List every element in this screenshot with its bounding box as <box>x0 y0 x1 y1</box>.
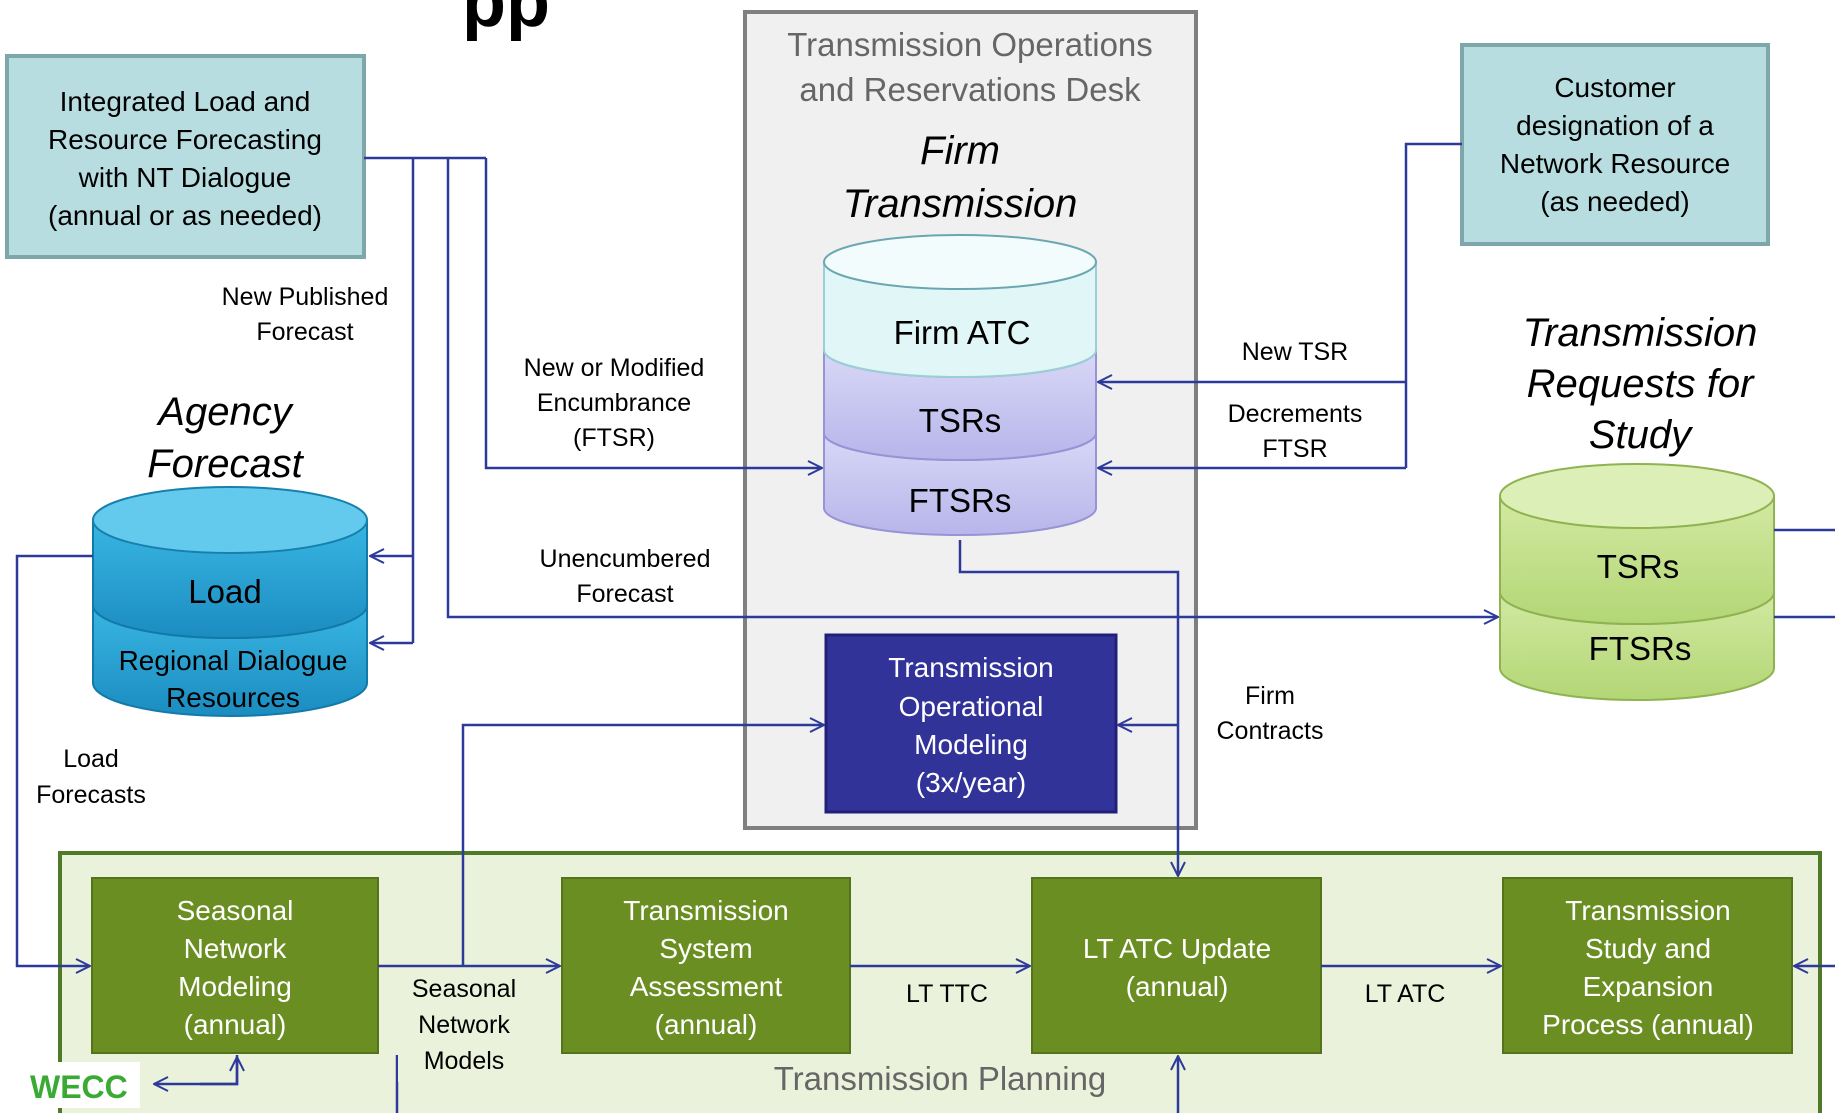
label-encumbrance-2: Encumbrance <box>537 389 691 417</box>
seasonal-modeling-line1: Seasonal <box>177 895 294 926</box>
assessment-line2: System <box>659 933 752 964</box>
wire-customer-trunk <box>1404 142 1462 468</box>
study-requests-title-line1: Transmission <box>1523 311 1758 355</box>
label-load-forecasts-2: Forecasts <box>36 781 146 809</box>
customer-box-line3: Network Resource <box>1500 148 1730 179</box>
label-new-published-forecast-2: Forecast <box>256 318 353 346</box>
label-encumbrance-3: (FTSR) <box>573 424 655 452</box>
study-layer-ftsrs: FTSRs <box>1589 630 1692 667</box>
ops-desk-title-line1: Transmission Operations <box>787 26 1153 63</box>
label-firm-contracts-2: Contracts <box>1217 717 1324 745</box>
seasonal-modeling-line4: (annual) <box>184 1009 287 1040</box>
label-unencumbered-2: Forecast <box>576 580 673 608</box>
arrow-wecc-to-seasonal <box>200 1057 237 1086</box>
db-layer-firm-atc: Firm ATC <box>894 314 1031 351</box>
study-expansion-line1: Transmission <box>1565 895 1730 926</box>
firm-transmission-title-line2: Transmission <box>843 182 1078 226</box>
arrow-encumbrance-to-ftsrs <box>484 158 822 468</box>
study-requests-title-line3: Study <box>1589 413 1694 457</box>
operational-modeling-line1: Transmission <box>888 652 1053 683</box>
forecasting-box-line1: Integrated Load and <box>60 86 311 117</box>
operational-modeling-line3: Modeling <box>914 729 1028 760</box>
label-seasonal-models-1: Seasonal <box>412 975 516 1003</box>
db-layer-tsrs: TSRs <box>919 402 1002 439</box>
planning-box-study-expansion[interactable]: Transmission Study and Expansion Process… <box>1502 877 1793 1054</box>
agency-layer-load: Load <box>188 573 261 610</box>
operational-modeling-box[interactable]: Transmission Operational Modeling (3x/ye… <box>824 633 1118 814</box>
header-fragment: pp <box>462 0 550 42</box>
forecasting-box-line2: Resource Forecasting <box>48 124 322 155</box>
db-layer-ftsrs: FTSRs <box>909 482 1012 519</box>
ops-desk-title-line2: and Reservations Desk <box>799 71 1141 108</box>
agency-forecast-database: Agency Forecast Load Regional Dialogue R… <box>92 390 368 717</box>
arrow-unencumbered-forecast <box>446 158 1498 617</box>
wecc-logo: WECC <box>20 1062 140 1108</box>
agency-layer-resources: Resources <box>166 682 300 713</box>
study-expansion-line2: Study and <box>1585 933 1711 964</box>
seasonal-modeling-line3: Modeling <box>178 971 292 1002</box>
agency-layer-regional-dialogue: Regional Dialogue <box>119 645 348 676</box>
lt-atc-update-line2: (annual) <box>1126 971 1229 1002</box>
edge-labels: New Published Forecast New or Modified E… <box>36 283 1445 1082</box>
label-seasonal-models-2: Network <box>418 1011 510 1039</box>
planning-box-lt-atc-update[interactable]: LT ATC Update (annual) <box>1031 877 1322 1054</box>
planning-box-system-assessment[interactable]: Transmission System Assessment (annual) <box>561 877 851 1054</box>
label-lt-ttc: LT TTC <box>906 980 988 1008</box>
assessment-line3: Assessment <box>630 971 783 1002</box>
arrow-seasonal-models-to-op-modeling <box>461 725 824 966</box>
assessment-line1: Transmission <box>623 895 788 926</box>
forecasting-box-line3: with NT Dialogue <box>78 162 292 193</box>
label-unencumbered-1: Unencumbered <box>540 545 711 573</box>
connectors <box>15 142 1835 1113</box>
customer-box-line1: Customer <box>1554 72 1675 103</box>
label-new-published-forecast-1: New Published <box>222 283 389 311</box>
study-requests-database: Transmission Requests for Study TSRs FTS… <box>1499 311 1775 701</box>
wecc-logo-text: WECC <box>30 1069 128 1105</box>
customer-designation-box[interactable]: Customer designation of a Network Resour… <box>1460 43 1770 246</box>
planning-title: Transmission Planning <box>774 1060 1107 1097</box>
seasonal-modeling-line2: Network <box>184 933 288 964</box>
label-encumbrance-1: New or Modified <box>524 354 705 382</box>
planning-box-seasonal-network-modeling[interactable]: Seasonal Network Modeling (annual) <box>91 877 379 1054</box>
agency-forecast-title-line1: Agency <box>156 390 294 434</box>
customer-box-line2: designation of a <box>1516 110 1714 141</box>
operational-modeling-line2: Operational <box>899 691 1044 722</box>
firm-transmission-title-line1: Firm <box>920 129 1000 173</box>
label-lt-atc: LT ATC <box>1365 980 1446 1008</box>
study-requests-title-line2: Requests for <box>1527 362 1755 406</box>
arrow-load-forecasts <box>15 554 93 966</box>
label-load-forecasts-1: Load <box>63 745 119 773</box>
label-decrements-1: Decrements <box>1228 400 1363 428</box>
customer-box-line4: (as needed) <box>1540 186 1689 217</box>
study-expansion-line3: Expansion <box>1583 971 1714 1002</box>
forecasting-box[interactable]: Integrated Load and Resource Forecasting… <box>5 54 366 259</box>
lt-atc-update-line1: LT ATC Update <box>1083 933 1271 964</box>
label-seasonal-models-3: Models <box>424 1047 505 1075</box>
forecasting-box-line4: (annual or as needed) <box>48 200 322 231</box>
firm-transmission-database: Firm ATC TSRs FTSRs <box>823 234 1097 536</box>
operational-modeling-line4: (3x/year) <box>916 767 1026 798</box>
label-decrements-2: FTSR <box>1262 435 1327 463</box>
study-layer-tsrs: TSRs <box>1597 548 1680 585</box>
study-expansion-line4: Process (annual) <box>1542 1009 1754 1040</box>
agency-forecast-title-line2: Forecast <box>147 442 304 486</box>
label-firm-contracts-1: Firm <box>1245 682 1295 710</box>
label-new-tsr: New TSR <box>1242 338 1349 366</box>
assessment-line4: (annual) <box>655 1009 758 1040</box>
